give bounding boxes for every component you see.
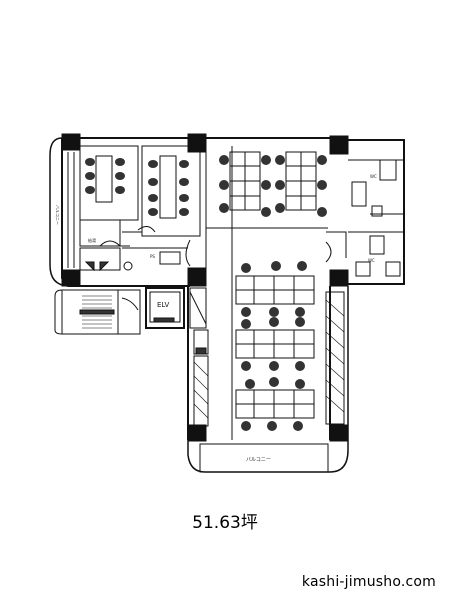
site-url-label: kashi-jimusho.com <box>301 574 436 590</box>
room-small-label-b: WC <box>370 174 377 179</box>
balcony-bottom-label: バルコニー <box>246 457 271 463</box>
room-small-label-c: WC <box>368 258 375 263</box>
balcony-left-label: バルコニー <box>55 205 60 225</box>
room-small-label-a: 給湯 <box>88 237 96 243</box>
room-small-label-d: PS <box>150 254 155 259</box>
elevator-label: ELV <box>157 301 170 309</box>
floor-area-label: 51.63坪 <box>192 513 258 533</box>
